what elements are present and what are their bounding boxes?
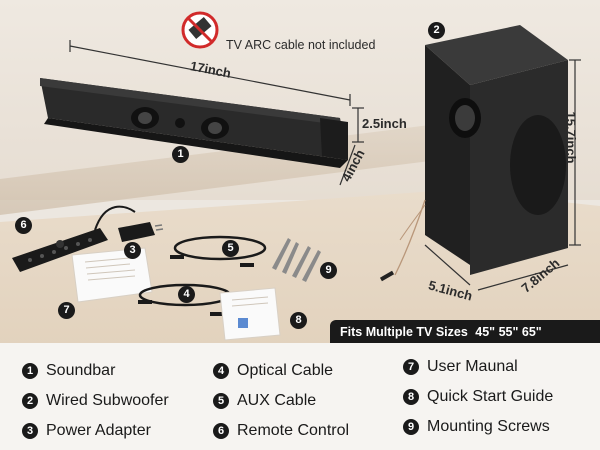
remote-control-illustration [12,228,108,272]
legend-label: Optical Cable [237,362,334,379]
legend-item-optical-cable: 4 Optical Cable [213,362,333,380]
legend-number: 9 [403,419,419,435]
legend-label: AUX Cable [237,392,317,409]
banner-sizes: 45" 55" 65" [475,325,542,339]
legend-number: 4 [213,363,229,379]
legend-number: 7 [403,359,419,375]
no-cable-symbol [181,11,219,49]
legend-label: Quick Start Guide [427,388,554,405]
callout-7: 7 [58,302,75,319]
legend-label: User Maunal [427,358,518,375]
legend-item-subwoofer: 2 Wired Subwoofer [22,392,169,410]
aux-cable-illustration [170,235,267,267]
legend-number: 2 [22,393,38,409]
legend-label: Power Adapter [46,422,151,439]
legend-item-user-manual: 7 User Maunal [403,358,518,376]
user-manual-illustration [71,247,153,303]
quick-start-guide-illustration [219,287,281,341]
mounting-screws-illustration [272,238,321,282]
callout-2: 2 [428,22,445,39]
legend-number: 1 [22,363,38,379]
soundbar-length-line [69,40,351,106]
legend-number: 5 [213,393,229,409]
callout-5: 5 [222,240,239,257]
soundbar-height-line [352,107,364,143]
callout-4: 4 [178,286,195,303]
subwoofer-illustration [379,25,568,282]
subwoofer-height-line [569,59,581,246]
legend-label: Remote Control [237,422,350,439]
arc-cable-note: TV ARC cable not included [226,38,376,52]
subwoofer-height-label: 15.7inch [563,111,579,164]
banner-text: Fits Multiple TV Sizes [340,325,468,339]
legend-number: 8 [403,389,419,405]
legend-item-soundbar: 1 Soundbar [22,362,115,380]
legend-number: 6 [213,423,229,439]
legend-label: Mounting Screws [427,418,550,435]
legend-item-quick-start-guide: 8 Quick Start Guide [403,388,553,406]
legend-item-aux-cable: 5 AUX Cable [213,392,316,410]
soundbar-height-label: 2.5inch [362,116,407,131]
subwoofer-width-line [424,244,471,286]
legend-item-mounting-screws: 9 Mounting Screws [403,418,550,436]
callout-3: 3 [124,242,141,259]
legend-label: Soundbar [46,362,116,379]
soundbar-depth-line [339,144,356,186]
subwoofer-depth-line [477,264,569,291]
callout-8: 8 [290,312,307,329]
tv-size-banner: Fits Multiple TV Sizes 45" 55" 65" [330,320,600,344]
legend-item-power-adapter: 3 Power Adapter [22,422,151,440]
callout-9: 9 [320,262,337,279]
callout-1: 1 [172,146,189,163]
soundbar-illustration [40,78,348,168]
legend-number: 3 [22,423,38,439]
legend-panel [0,343,600,450]
callout-6: 6 [15,217,32,234]
legend-item-remote-control: 6 Remote Control [213,422,349,440]
power-adapter-illustration [94,205,164,242]
legend-label: Wired Subwoofer [46,392,169,409]
